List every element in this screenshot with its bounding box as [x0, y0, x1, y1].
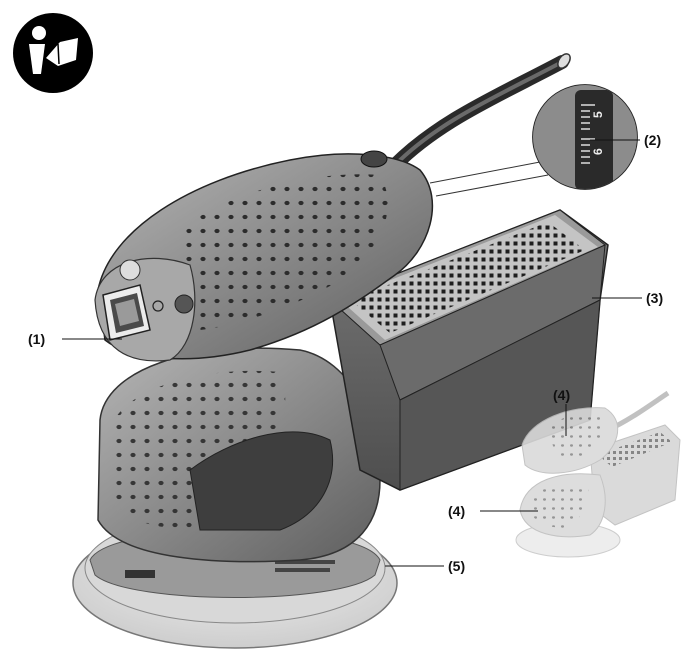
- callout-1: (1): [28, 331, 45, 347]
- callout-4-side: (4): [448, 503, 465, 519]
- dial-digit-bottom: 6: [591, 148, 605, 155]
- callout-5: (5): [448, 558, 465, 574]
- callout-4-top: (4): [553, 387, 570, 403]
- dial-digit-top: 5: [591, 111, 605, 118]
- callout-3: (3): [646, 290, 663, 306]
- read-manual-icon: [13, 13, 93, 93]
- callout-2: (2): [644, 132, 661, 148]
- motor-housing: [98, 348, 380, 562]
